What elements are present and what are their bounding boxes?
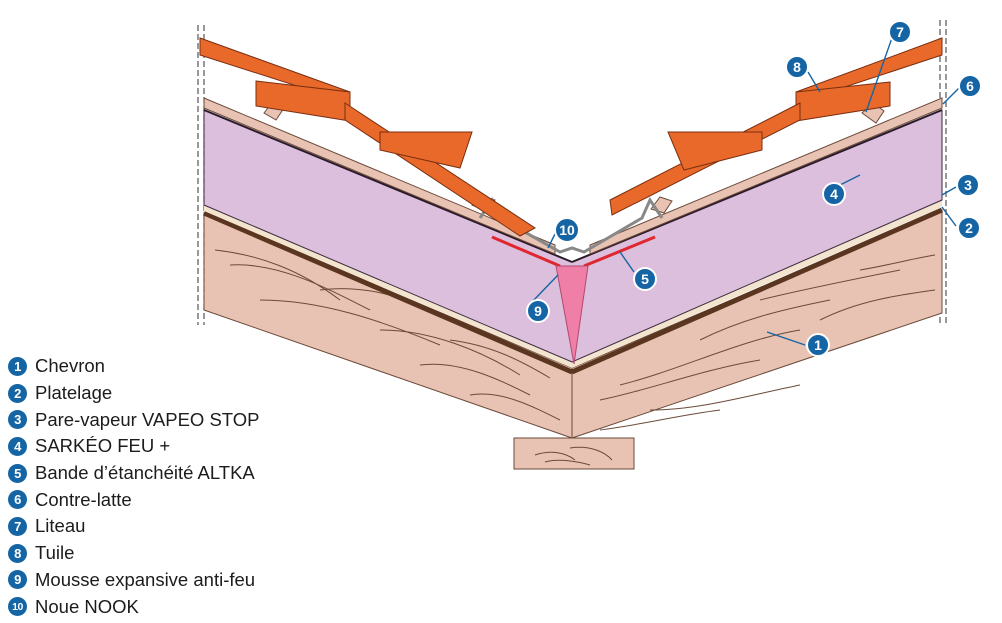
legend-label: Bande d’étanchéité ALTKA <box>35 462 255 484</box>
legend-item: 3 Pare-vapeur VAPEO STOP <box>8 406 260 433</box>
svg-text:9: 9 <box>534 303 542 319</box>
svg-text:5: 5 <box>641 271 649 287</box>
legend-label: Noue NOOK <box>35 595 139 617</box>
legend-number: 6 <box>8 490 27 510</box>
svg-text:2: 2 <box>965 220 973 236</box>
svg-text:1: 1 <box>814 337 822 353</box>
legend-item: 9 Mousse expansive anti-feu <box>8 567 260 594</box>
callout-7: 7 <box>888 20 912 44</box>
legend-label: Liteau <box>35 515 86 537</box>
legend: 1 Chevron 2 Platelage 3 Pare-vapeur VAPEO S… <box>8 353 260 620</box>
legend-number: 1 <box>8 356 27 376</box>
legend-label: Chevron <box>35 355 105 377</box>
callout-8: 8 <box>785 55 809 79</box>
legend-number: 10 <box>8 597 27 617</box>
legend-item: 10 Noue NOOK <box>8 593 260 620</box>
legend-number: 3 <box>8 410 27 430</box>
support-beam <box>513 437 635 470</box>
svg-text:7: 7 <box>896 24 904 40</box>
sealing-strip <box>491 235 656 268</box>
callout-2: 2 <box>957 216 981 240</box>
callout-10: 10 <box>554 217 580 243</box>
svg-text:4: 4 <box>830 186 838 202</box>
legend-item: 5 Bande d’étanchéité ALTKA <box>8 460 260 487</box>
legend-label: Tuile <box>35 542 75 564</box>
legend-number: 5 <box>8 463 27 483</box>
svg-text:6: 6 <box>966 78 974 94</box>
legend-label: Pare-vapeur VAPEO STOP <box>35 408 260 430</box>
legend-number: 2 <box>8 383 27 403</box>
legend-number: 8 <box>8 543 27 563</box>
roof-tiles <box>199 37 943 237</box>
legend-item: 4 SARKÉO FEU + <box>8 433 260 460</box>
callout-1: 1 <box>806 333 830 357</box>
fire-foam <box>555 265 589 365</box>
callout-4: 4 <box>822 182 846 206</box>
legend-number: 9 <box>8 570 27 590</box>
legend-item: 1 Chevron <box>8 353 260 380</box>
legend-item: 7 Liteau <box>8 513 260 540</box>
callout-5: 5 <box>633 267 657 291</box>
svg-text:8: 8 <box>793 59 801 75</box>
legend-label: SARKÉO FEU + <box>35 435 171 457</box>
legend-label: Contre-latte <box>35 488 132 510</box>
callout-9: 9 <box>526 299 550 323</box>
svg-text:3: 3 <box>964 177 972 193</box>
legend-item: 2 Platelage <box>8 380 260 407</box>
legend-item: 8 Tuile <box>8 540 260 567</box>
counter-batten <box>203 97 943 255</box>
legend-label: Platelage <box>35 382 113 404</box>
legend-label: Mousse expansive anti-feu <box>35 568 256 590</box>
callout-3: 3 <box>956 173 980 197</box>
legend-item: 6 Contre-latte <box>8 486 260 513</box>
legend-number: 7 <box>8 516 27 536</box>
svg-text:10: 10 <box>559 222 575 238</box>
legend-number: 4 <box>8 436 27 456</box>
rafter <box>203 207 944 439</box>
callout-6: 6 <box>958 74 982 98</box>
